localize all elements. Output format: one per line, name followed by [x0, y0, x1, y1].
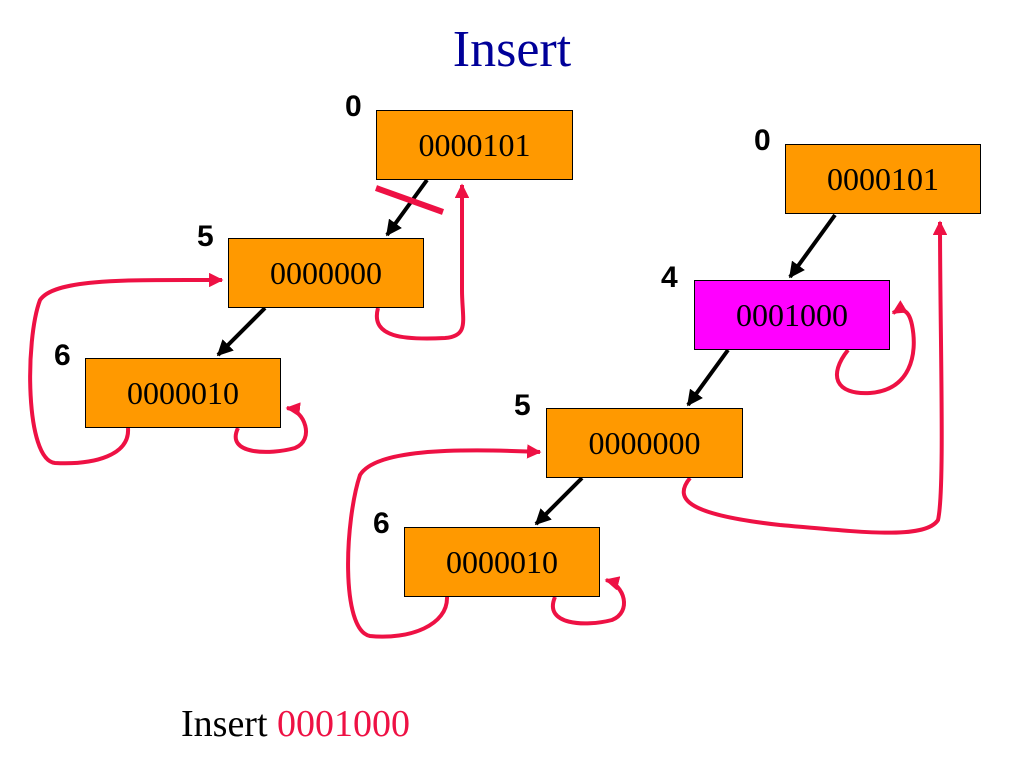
left-node-5: 0000000: [228, 238, 424, 308]
right-node-5: 0000000: [546, 408, 743, 478]
right-node-6-index: 6: [373, 507, 390, 540]
right-node-4-inserted: 0001000: [694, 280, 890, 350]
right-node-0-key: 0000101: [827, 161, 939, 197]
right-node-0-index: 0: [754, 124, 771, 157]
left-selfptr-6: [233, 402, 308, 454]
right-node-0: 0000101: [785, 144, 981, 214]
right-selfptr-4: [835, 300, 916, 396]
left-node-6-key: 0000010: [127, 375, 239, 411]
right-child-edge-4-5: [686, 348, 730, 407]
left-child-edge-0-5: [385, 178, 429, 237]
right-backptr-5-to-0: [681, 220, 948, 535]
left-node-6-index: 6: [54, 339, 71, 372]
right-backptr-6-to-5: [346, 444, 542, 639]
left-edge-strike-mark: [374, 185, 445, 215]
left-backptr-5-to-0: [374, 183, 470, 341]
right-node-5-key: 0000000: [588, 425, 701, 461]
right-node-4-index: 4: [661, 261, 678, 294]
left-node-0-index: 0: [345, 90, 362, 123]
right-child-edge-0-4: [788, 213, 837, 279]
right-node-5-index: 5: [514, 389, 531, 422]
left-child-edge-5-6: [216, 306, 267, 357]
right-node-6: 0000010: [404, 527, 600, 597]
right-child-edge-5-6: [534, 476, 584, 526]
caption-prefix: Insert: [181, 703, 268, 745]
left-node-5-key: 0000000: [270, 255, 382, 291]
page-title: Insert: [452, 21, 572, 78]
left-node-0: 0000101: [376, 110, 573, 180]
right-node-6-key: 0000010: [446, 544, 558, 580]
right-selfptr-6: [551, 576, 626, 626]
right-node-4-key: 0001000: [736, 297, 848, 333]
left-node-0-key: 0000101: [418, 127, 531, 163]
left-node-6: 0000010: [85, 358, 281, 428]
left-node-5-index: 5: [197, 220, 214, 253]
caption-key: 0001000: [277, 703, 411, 745]
left-backptr-6-to-5: [28, 272, 224, 466]
caption: Insert 0001000: [181, 705, 410, 743]
